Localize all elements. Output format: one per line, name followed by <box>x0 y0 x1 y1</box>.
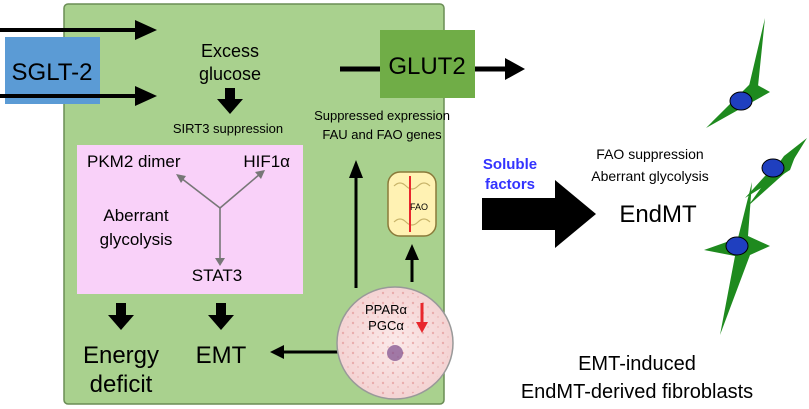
glycolysis-branch-arrows <box>176 170 265 266</box>
sglt2-arrow-bottom <box>0 86 157 106</box>
mitochondrion-icon: FAO <box>387 171 437 237</box>
emt-down-arrow <box>208 303 234 330</box>
aberrant-glycolysis-label: Aberrant glycolysis <box>591 168 709 184</box>
soluble-label-2: factors <box>485 176 535 193</box>
glut2-box <box>380 30 475 98</box>
energy-label-2: deficit <box>90 371 153 398</box>
excess-glucose-label-2: glucose <box>199 64 261 84</box>
fibroblasts-label-2: EndMT-derived fibroblasts <box>521 381 753 403</box>
glut2-label: GLUT2 <box>388 53 465 80</box>
stat3-label: STAT3 <box>192 266 242 285</box>
energy-label-1: Energy <box>83 342 159 369</box>
endmt-label: EndMT <box>619 201 697 228</box>
nucleus-to-emt-arrow <box>270 345 345 359</box>
sglt2-box <box>5 37 100 104</box>
sglt2-arrow-top <box>0 20 157 40</box>
aberrant-label-1: Aberrant <box>103 206 168 225</box>
suppressed-label-2: FAU and FAO genes <box>322 127 442 142</box>
fibroblasts-label-1: EMT-induced <box>578 353 696 375</box>
red-down-arrow <box>416 303 428 333</box>
fao-label: FAO <box>410 202 428 212</box>
soluble-factors-arrow <box>482 180 596 248</box>
nucleus-to-mito-arrow <box>405 244 419 282</box>
nucleus-up-arrow <box>349 160 363 288</box>
fibroblast-icon-1 <box>706 14 770 128</box>
energy-down-arrow <box>108 303 134 330</box>
excess-glucose-label-1: Excess <box>201 41 259 61</box>
glycolysis-box <box>77 145 303 294</box>
pkm2-label: PKM2 dimer <box>87 152 181 171</box>
suppressed-label-1: Suppressed expression <box>314 108 450 123</box>
sirt3-label: SIRT3 suppression <box>173 121 283 136</box>
pgca-label: PGCα <box>368 318 404 333</box>
fibroblast-icon-2 <box>745 138 807 206</box>
emt-label: EMT <box>196 342 247 369</box>
soluble-label-1: Soluble <box>483 156 537 173</box>
ppara-label: PPARα <box>365 302 407 317</box>
hif1a-label: HIF1α <box>243 152 290 171</box>
aberrant-label-2: glycolysis <box>100 230 173 249</box>
sglt2-label: SGLT-2 <box>12 59 93 86</box>
fao-suppression-label: FAO suppression <box>596 146 703 162</box>
nucleus-icon: PPARα PGCα <box>336 286 454 400</box>
fibroblast-icon-3 <box>704 182 770 335</box>
glucose-down-arrow <box>217 88 243 114</box>
